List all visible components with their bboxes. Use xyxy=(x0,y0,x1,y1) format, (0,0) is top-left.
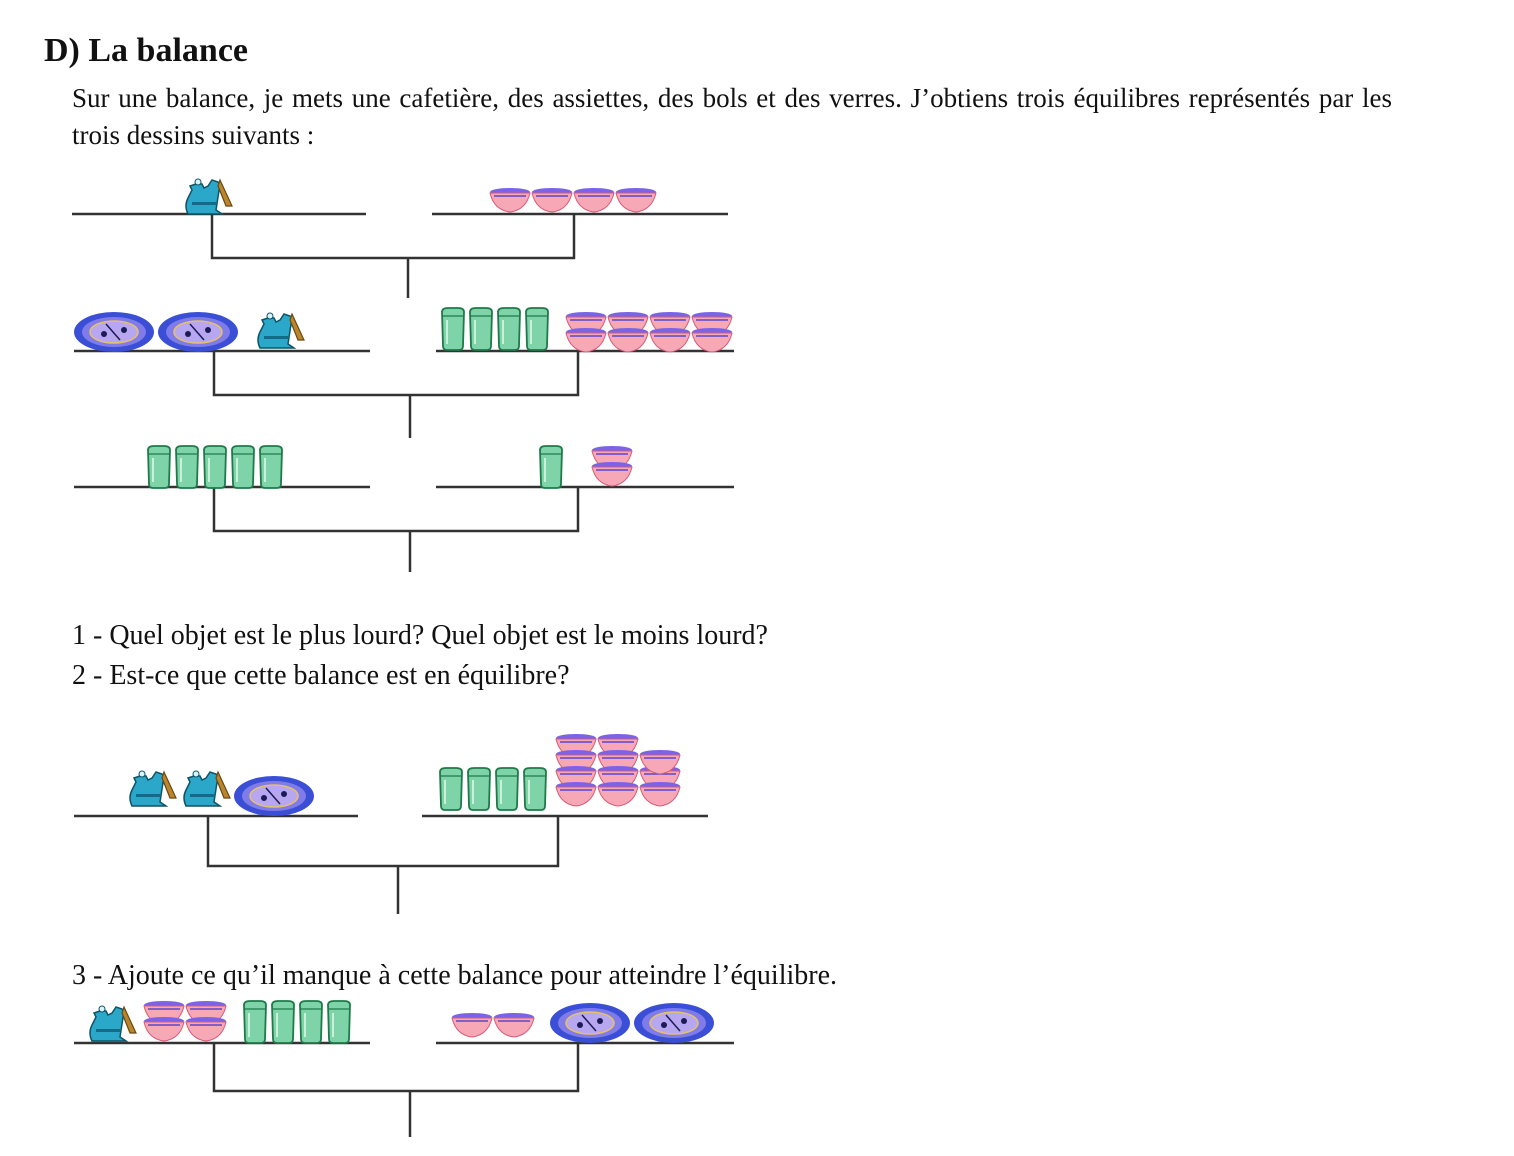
coffeepot-icon xyxy=(183,770,231,807)
left-pan-items xyxy=(129,770,315,817)
left-pan-items xyxy=(147,445,283,489)
bowl-icon xyxy=(493,1012,535,1038)
right-pan-items xyxy=(489,187,657,213)
scale-beam xyxy=(212,351,580,397)
question-2: 2 - Est-ce que cette balance est en équi… xyxy=(72,660,570,691)
glass-icon xyxy=(203,445,227,489)
glass-icon xyxy=(467,767,491,811)
bowl-icon xyxy=(555,781,597,807)
question-3-scale xyxy=(74,1000,734,1137)
right-pan-items xyxy=(441,307,733,353)
glass-icon xyxy=(539,445,563,489)
scale-1 xyxy=(72,178,728,298)
glass-icon xyxy=(271,1000,295,1044)
glass-icon xyxy=(523,767,547,811)
glass-icon xyxy=(495,767,519,811)
plate-icon xyxy=(157,311,239,353)
glass-icon xyxy=(299,1000,323,1044)
intro-text: Sur une balance, je mets une cafetière, … xyxy=(72,83,1392,150)
scale-beam xyxy=(206,816,560,868)
glass-icon xyxy=(175,445,199,489)
bowl-icon xyxy=(143,1016,185,1042)
section-title: D) La balance xyxy=(44,32,248,69)
left-pan-items xyxy=(73,311,305,353)
glass-icon xyxy=(439,767,463,811)
bowl-icon xyxy=(639,781,681,807)
glass-icon xyxy=(469,307,493,351)
glass-icon xyxy=(525,307,549,351)
scale-3 xyxy=(74,445,734,572)
bowl-icon xyxy=(615,187,657,213)
glass-icon xyxy=(259,445,283,489)
plate-icon xyxy=(233,775,315,817)
coffeepot-icon xyxy=(257,312,305,349)
question-1: 1 - Quel objet est le plus lourd? Quel o… xyxy=(72,620,768,651)
scale-frame xyxy=(74,1041,734,1137)
glass-icon xyxy=(327,1000,351,1044)
bowl-icon xyxy=(531,187,573,213)
right-pan-items xyxy=(539,445,633,489)
glass-icon xyxy=(231,445,255,489)
bowl-icon xyxy=(649,327,691,353)
bowl-icon xyxy=(591,461,633,487)
left-pan-items xyxy=(185,178,233,215)
scale-beam xyxy=(212,1043,580,1093)
bowl-icon xyxy=(573,187,615,213)
question-3: 3 - Ajoute ce qu’il manque à cette balan… xyxy=(72,960,838,991)
bowl-icon xyxy=(565,327,607,353)
bowl-icon xyxy=(597,781,639,807)
plate-icon xyxy=(549,1002,631,1044)
bowl-icon xyxy=(489,187,531,213)
scale-beam xyxy=(212,487,580,533)
glass-icon xyxy=(147,445,171,489)
right-pan-items xyxy=(451,1002,715,1044)
glass-icon xyxy=(441,307,465,351)
scale-beam xyxy=(210,214,576,260)
bowl-icon xyxy=(691,327,733,353)
question-2-scale xyxy=(74,733,708,914)
plate-icon xyxy=(633,1002,715,1044)
bowl-icon xyxy=(185,1016,227,1042)
bowl-icon xyxy=(451,1012,493,1038)
coffeepot-icon xyxy=(89,1005,137,1042)
plate-icon xyxy=(73,311,155,353)
scale-frame xyxy=(72,212,728,298)
bowl-icon xyxy=(607,327,649,353)
right-pan-items xyxy=(439,733,681,811)
scale-2 xyxy=(73,307,734,438)
glass-icon xyxy=(243,1000,267,1044)
left-pan-items xyxy=(89,1000,351,1044)
scale-frame xyxy=(74,349,734,438)
scale-frame xyxy=(74,814,708,914)
scale-frame xyxy=(74,485,734,572)
glass-icon xyxy=(497,307,521,351)
coffeepot-icon xyxy=(185,178,233,215)
coffeepot-icon xyxy=(129,770,177,807)
